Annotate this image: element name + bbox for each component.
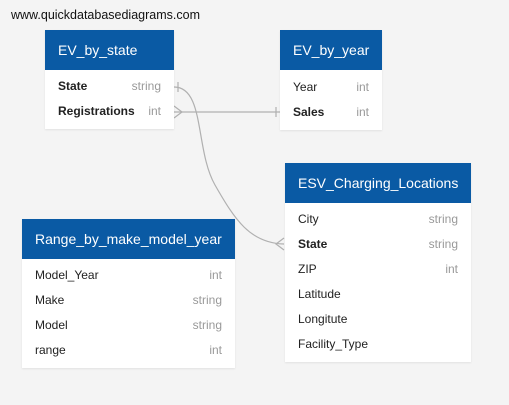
field-type: int: [209, 268, 222, 282]
field-row[interactable]: Model string: [22, 313, 235, 338]
field-name: City: [298, 212, 319, 226]
field-name: State: [298, 237, 328, 251]
field-name: Latitude: [298, 287, 341, 301]
field-type: string: [428, 212, 458, 226]
field-type: int: [445, 262, 458, 276]
table-ev-by-year[interactable]: EV_by_year Year int Sales int: [280, 30, 382, 130]
field-name: Sales: [293, 105, 325, 119]
field-name: Longitute: [298, 312, 348, 326]
field-row[interactable]: Year int: [280, 75, 382, 100]
field-name: Facility_Type: [298, 337, 369, 351]
field-type: string: [428, 237, 458, 251]
field-type: int: [209, 343, 222, 357]
field-name: Make: [35, 293, 65, 307]
field-row[interactable]: Facility_Type: [285, 332, 471, 357]
field-row[interactable]: ZIP int: [285, 257, 471, 282]
field-type: int: [356, 105, 369, 119]
field-name: Year: [293, 80, 318, 94]
field-type: string: [192, 293, 222, 307]
field-type: string: [131, 79, 161, 93]
field-row[interactable]: State string: [45, 74, 174, 99]
field-type: int: [356, 80, 369, 94]
field-row[interactable]: Sales int: [280, 100, 382, 125]
field-name: State: [58, 79, 88, 93]
field-name: Registrations: [58, 104, 135, 118]
field-type: int: [148, 104, 161, 118]
site-watermark: www.quickdatabasediagrams.com: [11, 8, 200, 22]
table-header[interactable]: Range_by_make_model_year: [22, 219, 235, 259]
table-esv-charging-locations[interactable]: ESV_Charging_Locations City string State…: [285, 163, 471, 362]
field-row[interactable]: Make string: [22, 288, 235, 313]
field-row[interactable]: City string: [285, 207, 471, 232]
field-row[interactable]: Latitude: [285, 282, 471, 307]
field-name: Model: [35, 318, 68, 332]
field-name: range: [35, 343, 66, 357]
field-type: string: [192, 318, 222, 332]
table-header[interactable]: EV_by_state: [45, 30, 174, 70]
many-marker-state: [275, 237, 285, 251]
table-header[interactable]: ESV_Charging_Locations: [285, 163, 471, 203]
field-row[interactable]: State string: [285, 232, 471, 257]
table-range-by-make-model-year[interactable]: Range_by_make_model_year Model_Year int …: [22, 219, 235, 368]
many-marker-registrations: [173, 105, 183, 119]
table-ev-by-state[interactable]: EV_by_state State string Registrations i…: [45, 30, 174, 129]
field-row[interactable]: Model_Year int: [22, 263, 235, 288]
field-row[interactable]: range int: [22, 338, 235, 363]
field-row[interactable]: Registrations int: [45, 99, 174, 124]
field-name: ZIP: [298, 262, 317, 276]
field-row[interactable]: Longitute: [285, 307, 471, 332]
field-name: Model_Year: [35, 268, 99, 282]
relationship-line-state: [173, 86, 285, 245]
table-header[interactable]: EV_by_year: [280, 30, 382, 70]
